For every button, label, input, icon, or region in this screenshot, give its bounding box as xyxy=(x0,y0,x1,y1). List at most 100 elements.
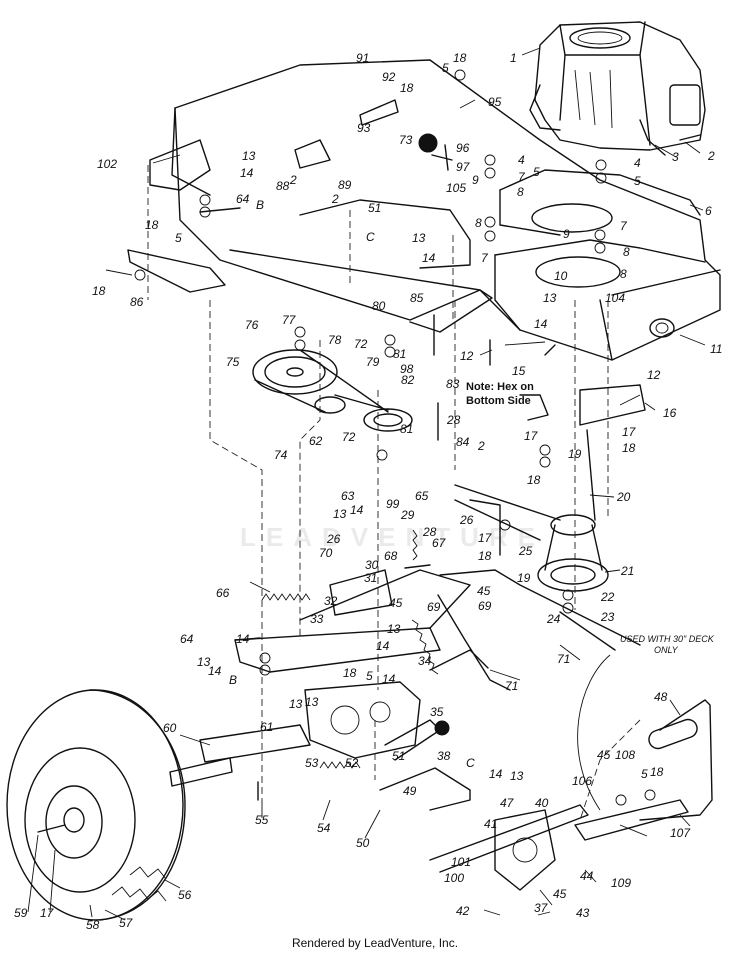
callout-89: 89 xyxy=(338,178,352,192)
lever-drawing xyxy=(379,699,713,891)
callout-54: 54 xyxy=(317,821,331,835)
callout-71: 71 xyxy=(505,679,518,693)
callout-55: 55 xyxy=(255,813,269,827)
hardware-drawing xyxy=(37,69,701,833)
callout-13: 13 xyxy=(305,695,319,709)
callout-47: 47 xyxy=(500,796,515,810)
callout-13: 13 xyxy=(333,507,347,521)
callout-45: 45 xyxy=(553,887,567,901)
callout-14: 14 xyxy=(350,503,364,517)
callout-22: 22 xyxy=(600,590,615,604)
callout-c: C xyxy=(466,756,475,770)
callout-72: 72 xyxy=(354,337,368,351)
callout-62: 62 xyxy=(309,434,323,448)
callout-65: 65 xyxy=(415,489,429,503)
callout-13: 13 xyxy=(242,149,256,163)
leader-lines xyxy=(27,47,706,921)
callout-18: 18 xyxy=(650,765,664,779)
callout-5: 5 xyxy=(533,165,540,179)
callout-35: 35 xyxy=(430,705,444,719)
callout-10: 10 xyxy=(554,269,568,283)
callout-5: 5 xyxy=(175,231,182,245)
callout-57: 57 xyxy=(119,916,134,930)
callout-3: 3 xyxy=(672,150,679,164)
callout-24: 24 xyxy=(546,612,561,626)
callout-13: 13 xyxy=(289,697,303,711)
callout-68: 68 xyxy=(384,549,398,563)
rod-drawing xyxy=(437,384,646,811)
callout-18: 18 xyxy=(145,218,159,232)
callout-17: 17 xyxy=(40,906,55,920)
callout-17: 17 xyxy=(478,531,493,545)
body-frame-drawing xyxy=(127,59,721,361)
callout-79: 79 xyxy=(366,355,380,369)
callout-70: 70 xyxy=(319,546,333,560)
callout-c: C xyxy=(366,230,375,244)
deck-note-line-1: USED WITH 30" DECK xyxy=(620,634,715,644)
callout-18: 18 xyxy=(92,284,106,298)
callout-45: 45 xyxy=(389,596,403,610)
callout-17: 17 xyxy=(524,429,539,443)
callout-17: 17 xyxy=(622,425,637,439)
assembly-lines xyxy=(147,165,641,821)
callout-40: 40 xyxy=(535,796,549,810)
callout-9: 9 xyxy=(563,227,570,241)
callout-20: 20 xyxy=(616,490,631,504)
callout-14: 14 xyxy=(382,672,396,686)
callout-labels: 1 2 2 2 2 3 4 4 5 5 5 5 5 5 6 7 7 7 8 8 … xyxy=(14,51,722,932)
callout-7: 7 xyxy=(518,170,526,184)
callout-59: 59 xyxy=(14,906,28,920)
callout-18: 18 xyxy=(622,441,636,455)
callout-18: 18 xyxy=(478,549,492,563)
callout-2: 2 xyxy=(477,439,485,453)
callout-6: 6 xyxy=(705,204,712,218)
callout-19: 19 xyxy=(517,571,531,585)
callout-11: 11 xyxy=(710,342,722,356)
callout-8: 8 xyxy=(623,245,630,259)
callout-9: 9 xyxy=(472,173,479,187)
watermark: LEADVENTURE xyxy=(240,522,546,552)
callout-18: 18 xyxy=(343,666,357,680)
callout-31: 31 xyxy=(364,571,377,585)
callout-13: 13 xyxy=(510,769,524,783)
callout-26: 26 xyxy=(459,513,474,527)
callout-60: 60 xyxy=(163,721,177,735)
callout-85: 85 xyxy=(410,291,424,305)
callout-b: B xyxy=(256,198,264,212)
callout-38: 38 xyxy=(437,749,451,763)
callout-108: 108 xyxy=(615,748,635,762)
callout-14: 14 xyxy=(534,317,548,331)
callout-32: 32 xyxy=(324,594,338,608)
engine-drawing xyxy=(529,21,706,156)
callout-1: 1 xyxy=(510,51,517,65)
callout-29: 29 xyxy=(400,508,415,522)
callout-93: 93 xyxy=(357,121,371,135)
callout-48: 48 xyxy=(654,690,668,704)
callout-96: 96 xyxy=(456,141,470,155)
callout-84: 84 xyxy=(456,435,470,449)
callout-5: 5 xyxy=(641,767,648,781)
callout-18: 18 xyxy=(527,473,541,487)
callout-58: 58 xyxy=(86,918,100,932)
callout-81: 81 xyxy=(393,347,406,361)
callout-25: 25 xyxy=(518,544,533,558)
callout-72: 72 xyxy=(342,430,356,444)
callout-14: 14 xyxy=(236,632,250,646)
callout-8: 8 xyxy=(475,216,482,230)
callout-109: 109 xyxy=(611,876,631,890)
callout-14: 14 xyxy=(422,251,436,265)
deck-note: USED WITH 30" DECK ONLY xyxy=(620,634,715,655)
callout-13: 13 xyxy=(387,622,401,636)
callout-14: 14 xyxy=(208,664,222,678)
callout-12: 12 xyxy=(460,349,474,363)
callout-34: 34 xyxy=(418,654,432,668)
callout-76: 76 xyxy=(245,318,259,332)
callout-98: 98 xyxy=(400,362,414,376)
callout-13: 13 xyxy=(543,291,557,305)
callout-23: 23 xyxy=(600,610,615,624)
callout-88: 88 xyxy=(276,179,290,193)
callout-44: 44 xyxy=(580,869,594,883)
callout-5: 5 xyxy=(442,61,449,75)
deck-note-line-2: ONLY xyxy=(654,645,679,655)
callout-91: 91 xyxy=(356,51,369,65)
